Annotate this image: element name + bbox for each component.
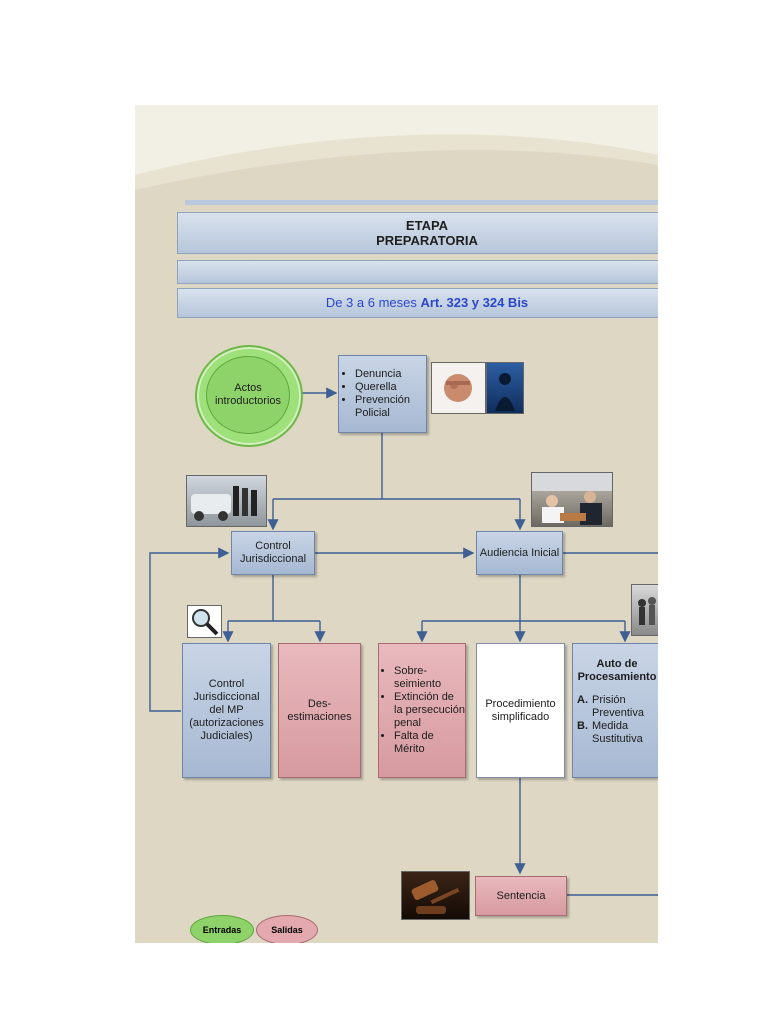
list-item: Sobre- seimiento <box>394 665 465 691</box>
list-item: A. Prisión Preventiva <box>577 694 656 720</box>
control-jurisdiccional-box: Control Jurisdiccional <box>231 531 315 575</box>
list-item: Denuncia <box>355 368 426 381</box>
list-item: B. Medida Sustitutiva <box>577 720 656 746</box>
item-text: Prisión Preventiva <box>592 694 644 719</box>
fist-photo-icon <box>431 362 486 414</box>
list-item: Falta de Mérito <box>394 730 465 756</box>
gavel-photo-icon <box>401 871 470 920</box>
actos-introductorios-node: Actos introductorios <box>195 345 303 447</box>
stage-subheader: J <box>177 260 658 284</box>
legend-entradas: Entradas <box>190 915 254 943</box>
stage-duration: De 3 a 6 meses Art. 323 y 324 Bis <box>177 288 658 318</box>
sentencia-box: Sentencia <box>475 876 567 916</box>
actos-introductorios-label: Actos introductorios <box>206 356 290 434</box>
audiencia-inicial-box: Audiencia Inicial <box>476 531 563 575</box>
item-letter: B. <box>577 720 588 732</box>
auto-procesamiento-box: Auto de Procesamiento A. Prisión Prevent… <box>572 643 658 778</box>
auto-procesamiento-list: A. Prisión Preventiva B. Medida Sustitut… <box>573 694 656 746</box>
magnifier-icon <box>187 605 222 638</box>
sobreseimiento-list: Sobre- seimiento Extinción de la persecu… <box>382 665 465 756</box>
courtroom-photo-icon <box>531 472 613 527</box>
silhouette-photo-icon <box>486 362 524 414</box>
procedimiento-simplificado-box: Procedimiento simplificado <box>476 643 565 778</box>
list-item: Extinción de la persecución penal <box>394 691 465 730</box>
stage-title-line2: PREPARATORIA <box>376 233 478 248</box>
list-item: Prevención Policial <box>355 394 426 420</box>
duration-text: De 3 a 6 meses <box>325 295 421 310</box>
diagram-canvas: ETAPA PREPARATORIA J De 3 a 6 meses Art.… <box>135 105 658 943</box>
control-mp-box: Control Jurisdiccional del MP (autorizac… <box>182 643 271 778</box>
denuncia-box: Denuncia Querella Prevención Policial <box>338 355 427 433</box>
header-swoosh <box>135 105 658 205</box>
people-photo-icon <box>631 584 658 636</box>
item-letter: A. <box>577 694 588 706</box>
duration-articles: Art. 323 y 324 Bis <box>420 295 529 310</box>
police-car-photo-icon <box>186 475 267 527</box>
stage-title: ETAPA PREPARATORIA <box>177 212 658 254</box>
stage-title-line1: ETAPA <box>405 218 449 233</box>
sobreseimiento-box: Sobre- seimiento Extinción de la persecu… <box>378 643 466 778</box>
desestimaciones-box: Des- estimaciones <box>278 643 361 778</box>
connector-lines <box>149 387 658 896</box>
item-text: Medida Sustitutiva <box>592 720 643 745</box>
denuncia-list: Denuncia Querella Prevención Policial <box>343 368 426 420</box>
legend-salidas: Salidas <box>256 915 318 943</box>
list-item: Querella <box>355 381 426 394</box>
auto-procesamiento-title: Auto de Procesamiento <box>577 658 657 683</box>
